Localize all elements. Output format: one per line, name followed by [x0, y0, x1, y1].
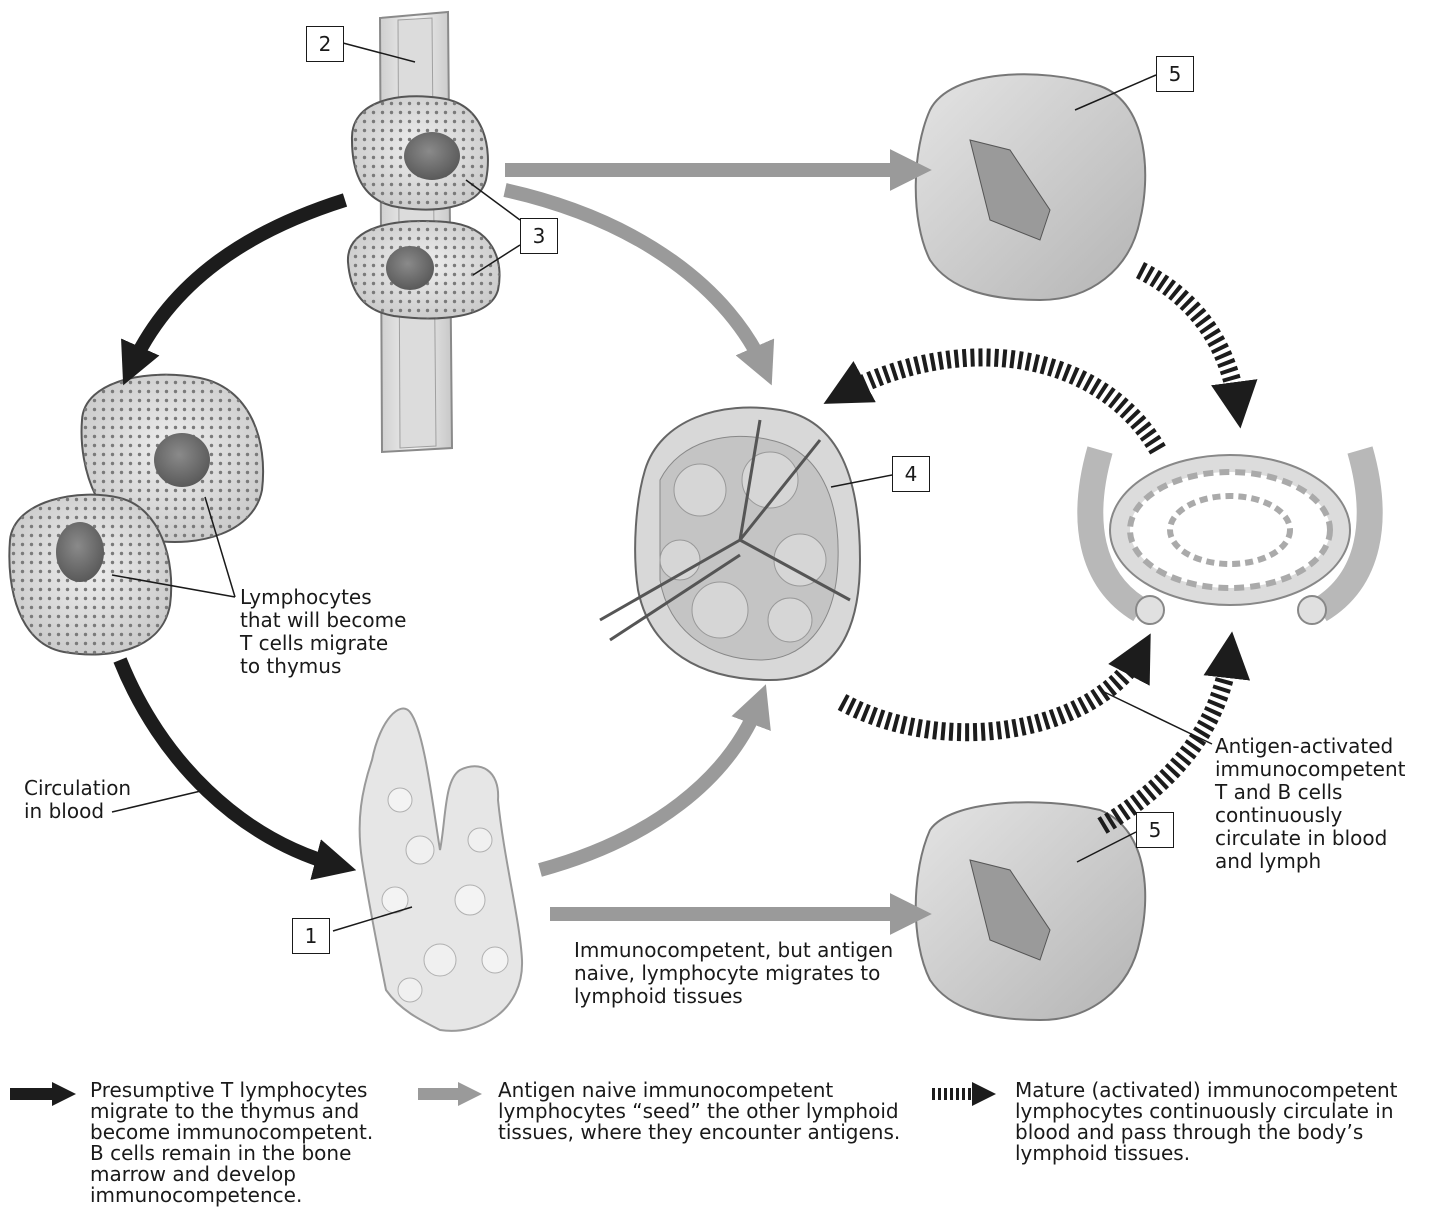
solid-black-arrow-icon	[10, 1082, 76, 1106]
legend-gray-arrow-text: Antigen naive immunocompetent lymphocyte…	[498, 1080, 900, 1143]
number-box-4: 4	[892, 456, 930, 492]
circulating-lymphocyte-lower	[9, 495, 171, 655]
number-box-5-lower: 5	[1136, 812, 1174, 848]
number-box-2: 2	[306, 26, 344, 62]
dashed-arrow-spleen-to-capillaries	[1140, 270, 1238, 410]
lymph-node-illustration	[600, 408, 860, 681]
spleen-illustration-lower	[916, 802, 1145, 1020]
legend-black-arrow-text: Presumptive T lymphocytes migrate to the…	[90, 1080, 373, 1206]
legend-dashed-arrow-text: Mature (activated) immunocompetent lymph…	[1015, 1080, 1398, 1164]
marrow-lymphocyte-lower	[348, 221, 500, 318]
black-arrow-bone-to-circulation	[130, 200, 345, 370]
dashed-arrow-capillaries-to-lymph-node	[840, 357, 1158, 450]
thymus-illustration	[360, 709, 522, 1031]
spleen-illustration-upper	[916, 74, 1145, 300]
antigen-activated-label: Antigen-activated immunocompetent T and …	[1215, 735, 1406, 873]
circulation-label: Circulation in blood	[24, 777, 131, 823]
dashed-arrow-lymph-node-to-capillaries	[842, 650, 1142, 732]
number-box-5-upper: 5	[1156, 56, 1194, 92]
naive-migrates-label: Immunocompetent, but antigen naive, lymp…	[574, 939, 893, 1008]
gray-arrow-thymus-to-lymph-node	[540, 700, 760, 870]
number-box-1: 1	[292, 918, 330, 954]
solid-gray-arrow-icon	[418, 1082, 482, 1106]
marrow-lymphocyte-upper	[352, 96, 488, 209]
gray-arrow-bone-to-lymph-node	[505, 190, 765, 370]
lymphocytes-thymus-label: Lymphocytes that will become T cells mig…	[240, 586, 406, 678]
capillary-network-illustration	[1090, 450, 1369, 624]
number-box-3: 3	[520, 218, 558, 254]
black-arrow-circulation-to-thymus	[120, 660, 340, 866]
dashed-black-arrow-icon	[932, 1082, 996, 1106]
